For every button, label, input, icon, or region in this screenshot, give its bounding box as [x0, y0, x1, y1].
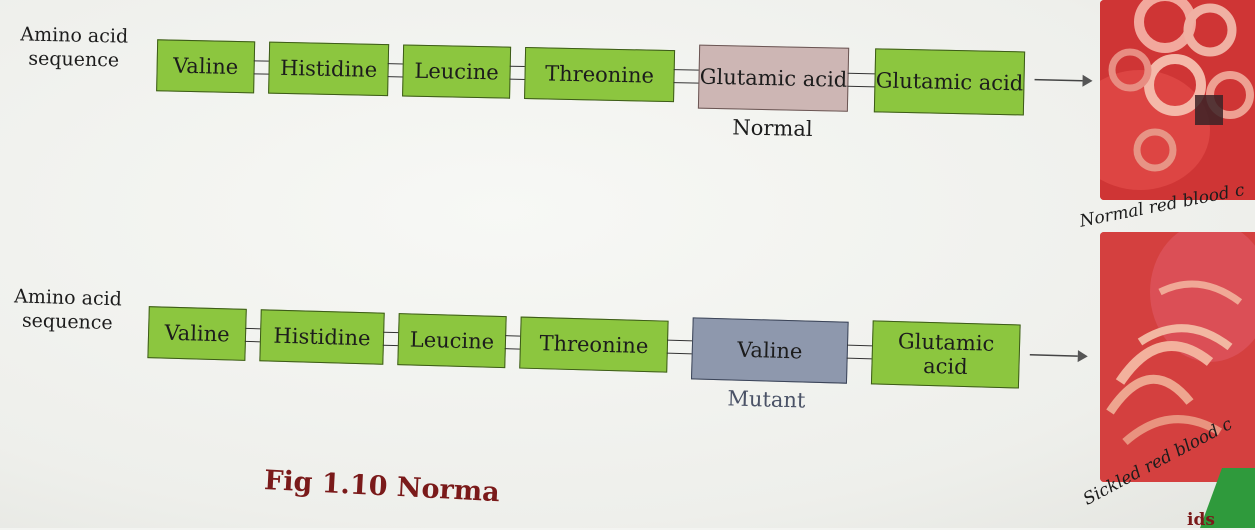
amino-acid-box-threonine: Threonine	[524, 47, 675, 102]
peptide-bond	[383, 332, 399, 346]
arrow-right-icon	[1028, 345, 1089, 367]
amino-acid-box-leucine: Leucine	[402, 44, 511, 98]
amino-acid-box-glutamic-acid-normal: Glutamic acid	[698, 45, 849, 112]
peptide-bond	[505, 335, 521, 349]
peptide-bond	[253, 60, 269, 74]
amino-acid-label: Glutamic acid	[876, 68, 1024, 95]
peptide-bond	[673, 69, 699, 84]
amino-acid-box-valine: Valine	[147, 306, 246, 361]
normal-cells-illustration	[1100, 0, 1255, 200]
sequence-label-line2: sequence	[9, 46, 139, 73]
mutant-sequence-row: Amino acid sequence Valine Histidine Leu…	[0, 262, 1090, 442]
amino-acid-label: Valine	[737, 338, 803, 364]
sequence-label-line1: Amino acid	[3, 284, 134, 312]
sequence-label: Amino acid sequence	[2, 284, 133, 336]
amino-acid-label: Valine	[173, 54, 239, 79]
amino-acid-box-glutamic-acid: Glutamic acid	[874, 48, 1025, 115]
peptide-bond	[667, 340, 693, 355]
amino-acid-label: Histidine	[273, 324, 371, 351]
peptide-bond	[245, 328, 261, 342]
amino-acid-box-threonine: Threonine	[519, 317, 668, 373]
amino-acid-label: Valine	[164, 321, 230, 347]
amino-acid-label: Histidine	[280, 56, 378, 82]
mutant-tag: Mutant	[696, 386, 837, 414]
amino-acid-label: Threonine	[545, 61, 654, 87]
amino-acid-label: Glutamic acid	[700, 65, 848, 92]
arrow-right-icon	[1032, 70, 1092, 91]
amino-acid-label: Leucine	[409, 327, 494, 353]
peptide-bond	[847, 73, 875, 88]
caption-fragment: ids	[1187, 510, 1215, 530]
amino-acid-box-histidine: Histidine	[268, 42, 389, 97]
peptide-bond	[847, 345, 873, 360]
sequence-label-line1: Amino acid	[9, 22, 139, 49]
peptide-bond	[509, 66, 525, 80]
amino-acid-box-leucine: Leucine	[397, 313, 506, 368]
amino-acid-label: Glutamic acid	[872, 328, 1019, 380]
amino-acid-label: Leucine	[414, 59, 499, 85]
amino-acid-box-valine-mutant: Valine	[691, 317, 849, 383]
normal-sequence-row: Amino acid sequence Valine Histidine Leu…	[0, 0, 1090, 173]
amino-acid-label: Threonine	[539, 331, 648, 358]
normal-red-blood-cells-image	[1100, 0, 1255, 200]
normal-tag: Normal	[702, 115, 842, 142]
sequence-label: Amino acid sequence	[9, 22, 140, 73]
amino-acid-box-valine: Valine	[156, 39, 255, 93]
peptide-bond	[387, 63, 403, 77]
amino-acid-box-histidine: Histidine	[259, 309, 384, 364]
sequence-label-line2: sequence	[2, 308, 133, 336]
amino-acid-box-glutamic-acid: Glutamic acid	[871, 320, 1021, 388]
